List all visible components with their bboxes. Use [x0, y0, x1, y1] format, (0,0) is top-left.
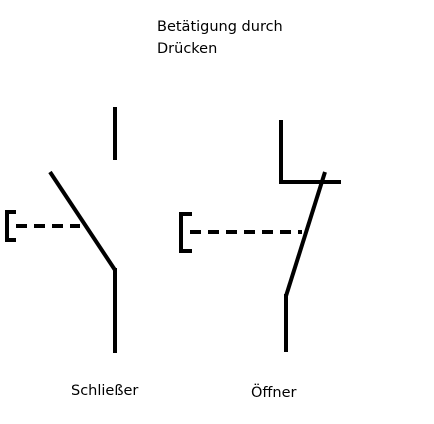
actuation-caption: Betätigung durch Drücken	[157, 16, 283, 60]
normally-open-label: Schließer	[71, 383, 139, 399]
caption-line-1: Betätigung durch	[157, 19, 283, 35]
nc-push-actuator-bracket	[179, 212, 192, 253]
normally-closed-contact-symbol	[179, 120, 341, 352]
no-push-actuator-bracket	[5, 210, 16, 242]
nc-movable-contact-blade	[284, 171, 327, 297]
normally-open-contact-symbol	[5, 107, 117, 353]
normally-closed-label: Öffner	[251, 385, 297, 401]
caption-line-2: Drücken	[157, 41, 218, 57]
nc-fixed-contact-hook	[279, 120, 341, 184]
no-movable-contact-blade	[48, 170, 117, 272]
